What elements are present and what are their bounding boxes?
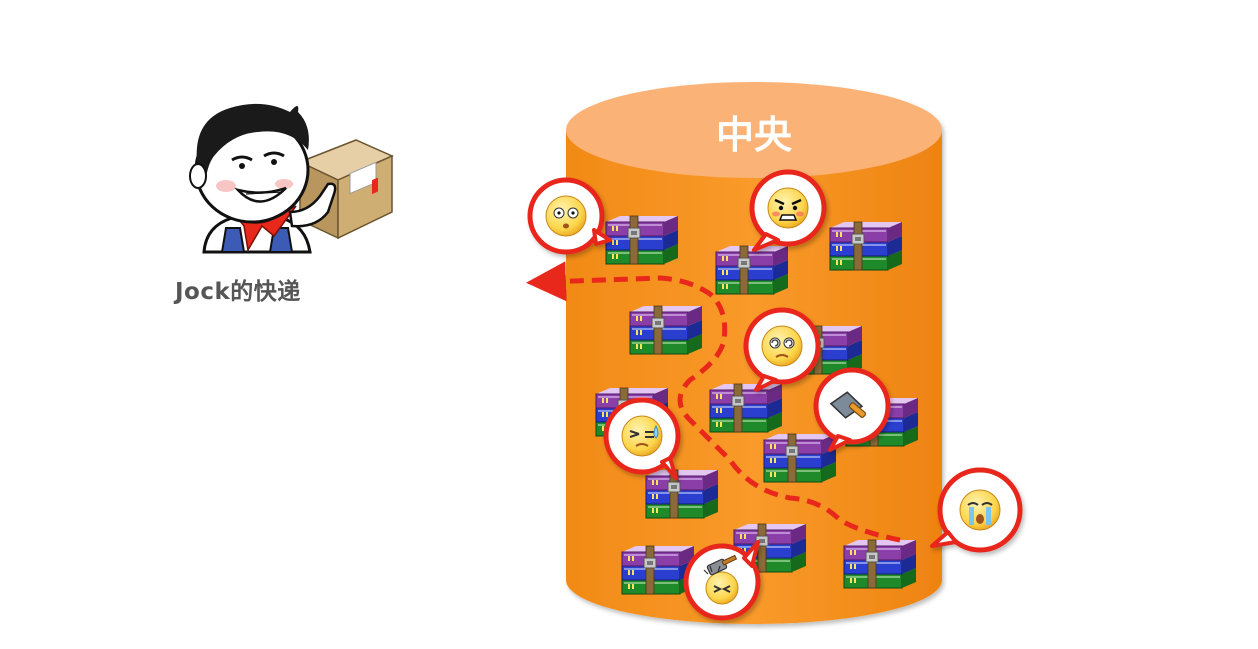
sweating-squint-emoji — [606, 400, 678, 480]
courier-caption: Jock的快递 — [175, 279, 301, 305]
cleaver-knife-emoji — [816, 370, 888, 452]
crying-face-emoji — [930, 467, 1023, 553]
package-stack — [715, 245, 789, 295]
package-stack — [621, 545, 695, 595]
package-stack — [645, 469, 719, 519]
delivery-path-arrow — [526, 261, 901, 543]
blank-stare-emoji — [530, 180, 612, 252]
package-stack — [629, 305, 703, 355]
package-stack — [709, 383, 783, 433]
courier-holding-box-icon — [189, 103, 394, 254]
package-stack — [829, 221, 903, 271]
package-stack — [605, 215, 679, 265]
dizzy-eyes-emoji — [746, 310, 818, 392]
package-stack — [843, 539, 917, 589]
hammer-smashed-emoji — [686, 540, 758, 618]
repository-title: 中央 — [716, 113, 793, 157]
angry-face-emoji — [752, 172, 824, 252]
package-stack — [763, 433, 837, 483]
